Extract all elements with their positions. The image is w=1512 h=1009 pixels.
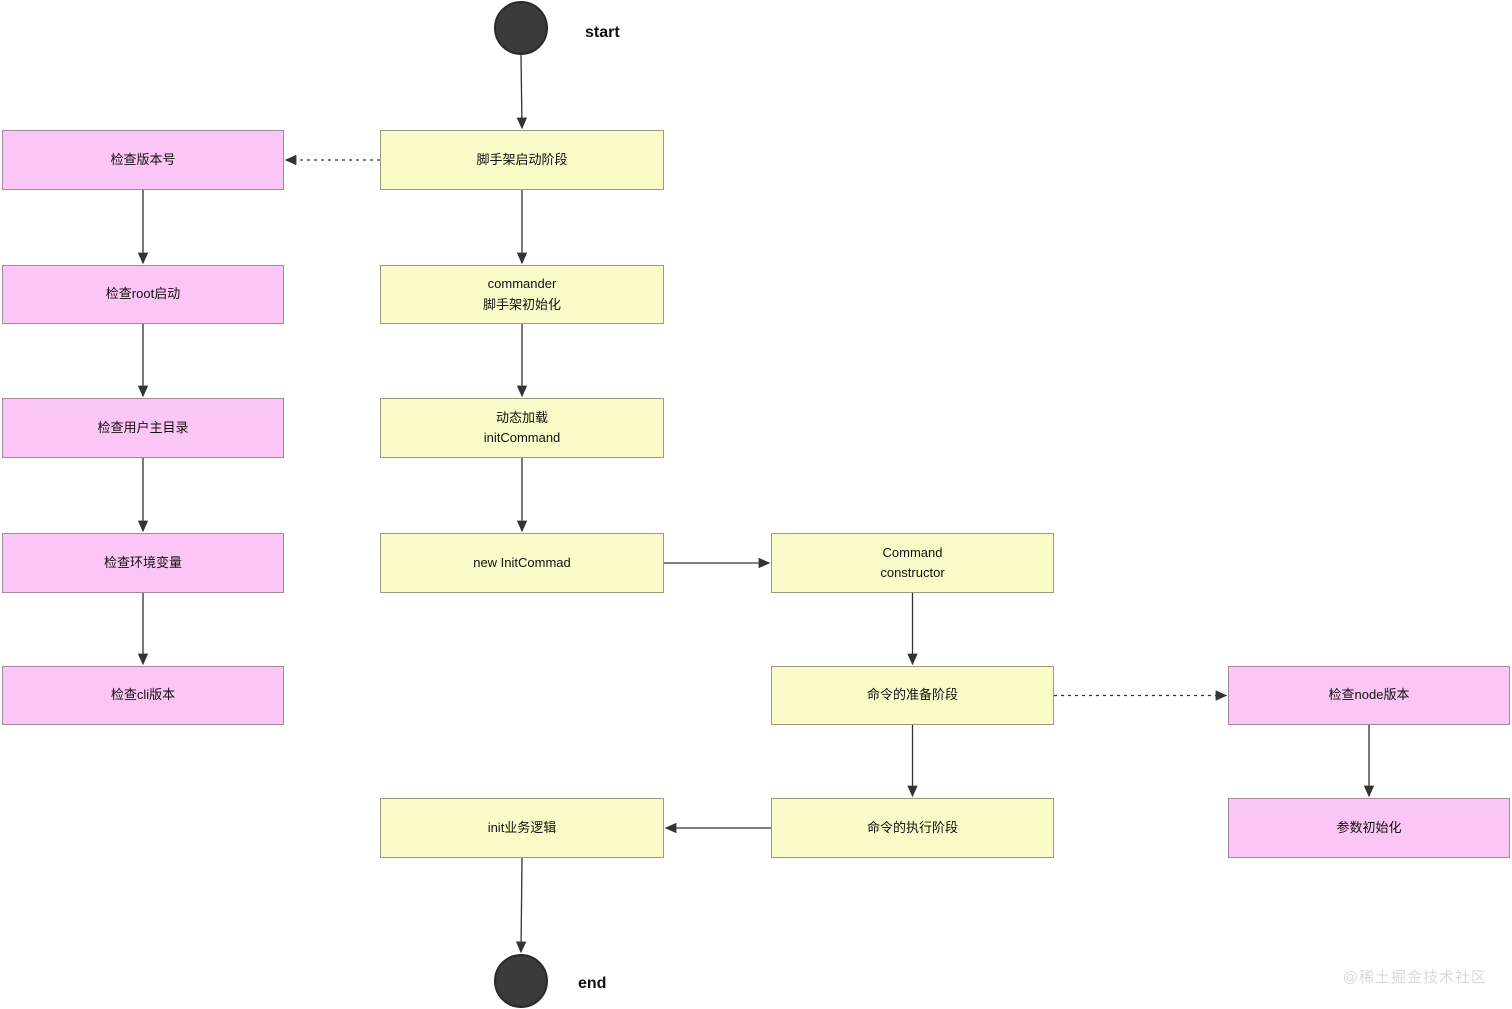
flow-node-check-env: 检查环境变量 xyxy=(2,533,284,593)
flow-node-check-cli: 检查cli版本 xyxy=(2,666,284,725)
edge-init-logic-to-end xyxy=(515,857,527,954)
flow-node-command-constructor: Command constructor xyxy=(771,533,1054,593)
flow-node-init-logic: init业务逻辑 xyxy=(380,798,664,858)
end-circle xyxy=(494,954,548,1008)
flow-node-dynamic-load: 动态加载 initCommand xyxy=(380,398,664,458)
edge-start-to-scaffold-launch xyxy=(516,54,528,130)
flow-node-check-home: 检查用户主目录 xyxy=(2,398,284,458)
flow-node-label: 检查环境变量 xyxy=(103,554,182,570)
flow-node-check-root: 检查root启动 xyxy=(2,265,284,324)
flow-node-label: 检查用户主目录 xyxy=(97,419,189,435)
flow-node-label: 动态加载 initCommand xyxy=(483,409,561,445)
flow-node-label: Command constructor xyxy=(880,544,945,580)
flow-node-label: 检查cli版本 xyxy=(110,687,176,703)
flow-node-label: new InitCommad xyxy=(473,554,571,570)
flow-node-commander-init: commander 脚手架初始化 xyxy=(380,265,664,324)
watermark: @稀土掘金技术社区 xyxy=(1342,969,1487,986)
flow-node-check-version: 检查版本号 xyxy=(2,130,284,190)
flow-node-new-initcommad: new InitCommad xyxy=(380,533,664,593)
flow-node-label: commander 脚手架初始化 xyxy=(482,276,561,312)
flow-node-command-exec: 命令的执行阶段 xyxy=(771,798,1054,858)
flow-node-label: 命令的执行阶段 xyxy=(866,819,958,835)
flow-node-label: 检查node版本 xyxy=(1328,687,1410,703)
flow-node-label: 参数初始化 xyxy=(1336,819,1402,835)
flow-node-label: 检查root启动 xyxy=(105,286,181,302)
flow-node-check-node: 检查node版本 xyxy=(1228,666,1510,725)
flow-node-param-init: 参数初始化 xyxy=(1228,798,1510,858)
flow-node-label: 检查版本号 xyxy=(110,151,176,167)
start-label: start xyxy=(585,24,620,41)
end-label: end xyxy=(578,975,607,992)
flow-node-label: 命令的准备阶段 xyxy=(866,687,958,703)
flow-node-command-prepare: 命令的准备阶段 xyxy=(771,666,1054,725)
flow-node-scaffold-launch: 脚手架启动阶段 xyxy=(380,130,664,190)
flow-node-label: 脚手架启动阶段 xyxy=(476,151,568,167)
start-circle xyxy=(494,1,548,55)
flow-node-label: init业务逻辑 xyxy=(487,819,557,835)
